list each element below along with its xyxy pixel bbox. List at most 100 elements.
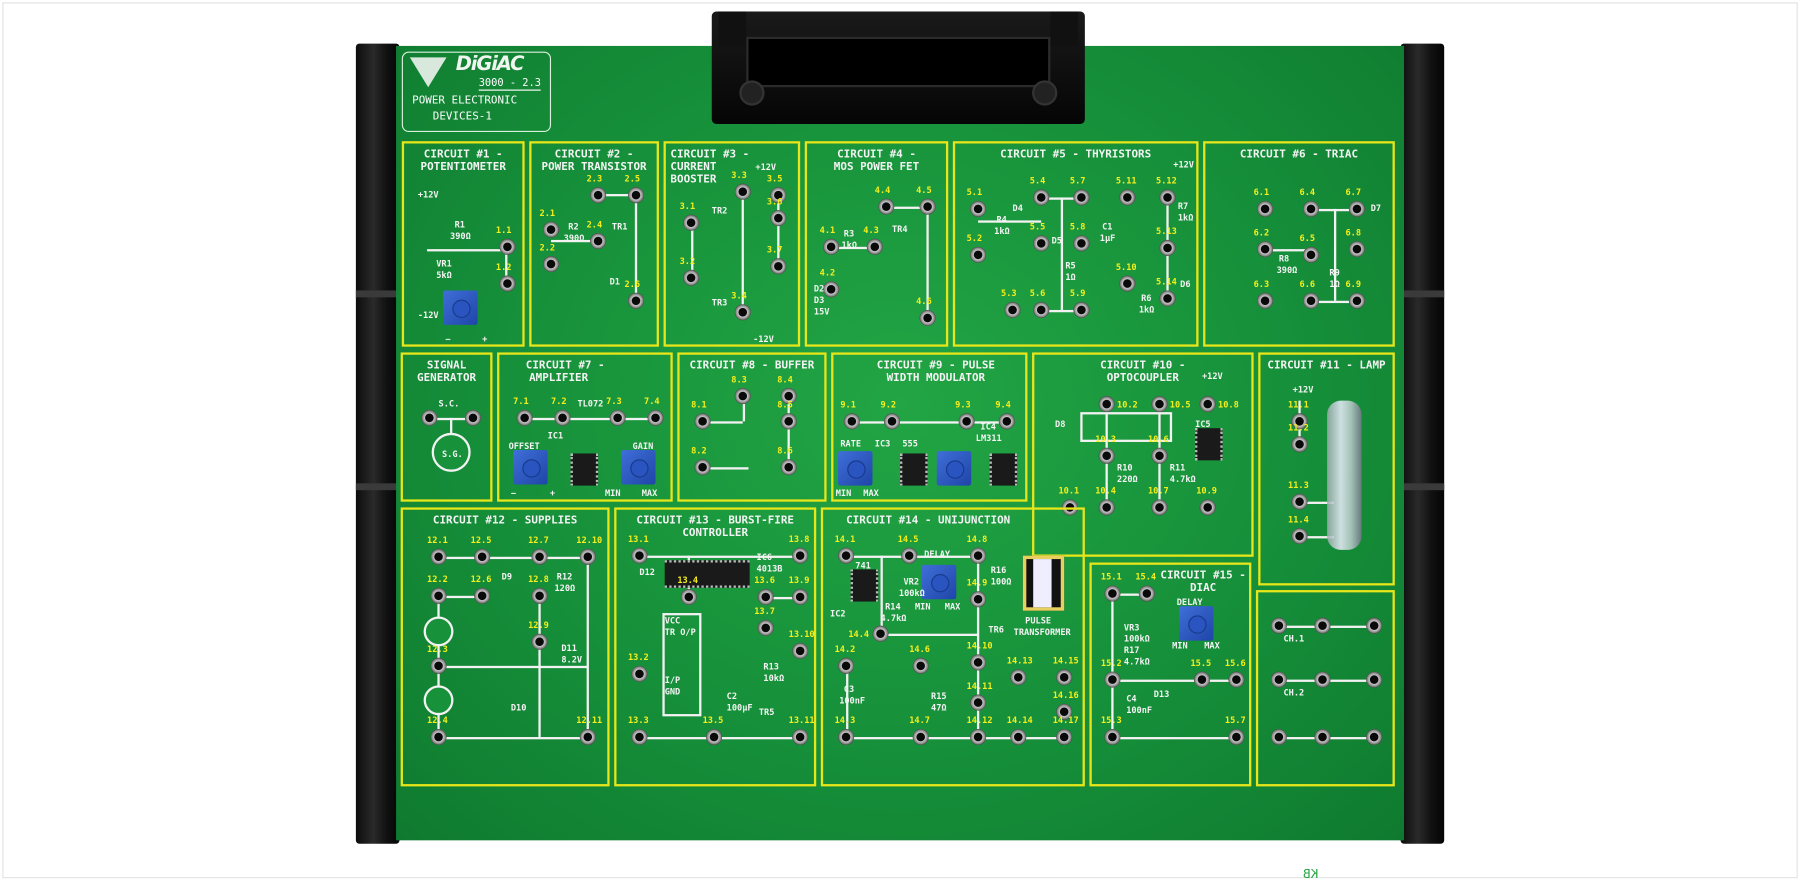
socket-14.2[interactable] — [838, 657, 855, 674]
trimmer-potentiometer[interactable] — [936, 451, 972, 486]
socket-7.1[interactable] — [516, 409, 533, 426]
socket-14.10[interactable] — [970, 654, 987, 671]
socket-13.8[interactable] — [792, 547, 809, 564]
socket-12.1[interactable] — [430, 548, 447, 565]
socket-13.2[interactable] — [631, 665, 648, 682]
socket-14.4[interactable] — [872, 625, 889, 642]
socket-9.4[interactable] — [998, 413, 1015, 430]
socket-14.3[interactable] — [838, 728, 855, 746]
socket-14.7[interactable] — [912, 728, 929, 746]
socket-13.10[interactable] — [792, 642, 809, 659]
socket-6.6[interactable] — [1302, 292, 1320, 309]
socket-8.4[interactable] — [780, 388, 797, 405]
socket-14.1[interactable] — [838, 547, 855, 564]
socket-3.7[interactable] — [770, 258, 787, 275]
socket-ch-6[interactable] — [1270, 728, 1287, 746]
socket-10.2[interactable] — [1098, 396, 1115, 413]
socket-10.3[interactable] — [1098, 447, 1115, 464]
socket-6.4[interactable] — [1302, 200, 1320, 217]
socket-6.7[interactable] — [1348, 200, 1365, 217]
socket-10.9[interactable] — [1199, 499, 1216, 516]
socket-5.10[interactable] — [1119, 275, 1136, 292]
socket-6.9[interactable] — [1348, 292, 1365, 309]
socket-11.1[interactable] — [1291, 413, 1308, 430]
socket-7.4[interactable] — [647, 409, 664, 426]
socket-9.1[interactable] — [843, 413, 860, 430]
socket-3.3[interactable] — [734, 183, 751, 200]
socket-8.1[interactable] — [694, 413, 711, 430]
socket-2.2[interactable] — [543, 256, 560, 273]
socket-13.3[interactable] — [631, 728, 648, 746]
socket-4.1[interactable] — [823, 238, 840, 255]
socket-5.7[interactable] — [1073, 189, 1090, 206]
socket-14.11[interactable] — [970, 694, 987, 711]
socket-4.6[interactable] — [919, 309, 936, 327]
socket-ch-2[interactable] — [1366, 617, 1383, 634]
socket-14.5[interactable] — [901, 547, 918, 564]
socket-4.4[interactable] — [878, 198, 895, 215]
socket-14.17[interactable] — [1056, 728, 1073, 746]
socket-15.6[interactable] — [1228, 671, 1245, 688]
socket-ch-4[interactable] — [1314, 671, 1331, 688]
socket-sg-1[interactable] — [464, 409, 482, 426]
socket-7.3[interactable] — [609, 409, 626, 426]
trimmer-potentiometer[interactable] — [1178, 606, 1214, 641]
socket-ch-7[interactable] — [1314, 728, 1331, 746]
socket-14.6[interactable] — [912, 657, 929, 674]
socket-5.2[interactable] — [970, 246, 987, 263]
trimmer-potentiometer[interactable] — [513, 450, 548, 485]
socket-12.5[interactable] — [474, 548, 491, 565]
socket-2.6[interactable] — [627, 292, 645, 309]
socket-ch-1[interactable] — [1314, 617, 1331, 634]
socket-13.4[interactable] — [680, 588, 697, 605]
socket-sg-0[interactable] — [421, 409, 438, 426]
socket-5.4[interactable] — [1033, 189, 1050, 206]
socket-10.7[interactable] — [1151, 499, 1168, 516]
socket-15.4[interactable] — [1138, 585, 1155, 602]
socket-2.5[interactable] — [627, 187, 645, 204]
socket-5.3[interactable] — [1004, 301, 1021, 318]
socket-6.2[interactable] — [1257, 241, 1274, 258]
socket-6.5[interactable] — [1302, 246, 1320, 263]
socket-13.9[interactable] — [792, 588, 809, 605]
socket-10.5[interactable] — [1151, 396, 1168, 413]
socket-8.3[interactable] — [734, 388, 751, 405]
socket-15.7[interactable] — [1228, 728, 1245, 746]
trimmer-potentiometer[interactable] — [443, 290, 478, 325]
trimmer-potentiometer[interactable] — [921, 564, 957, 600]
socket-1.2[interactable] — [499, 275, 516, 292]
socket-9.2[interactable] — [883, 413, 901, 430]
socket-14.13[interactable] — [1010, 669, 1027, 686]
socket-13.6[interactable] — [757, 588, 774, 605]
socket-12.6[interactable] — [474, 587, 491, 604]
socket-6.8[interactable] — [1348, 241, 1365, 258]
socket-9.3[interactable] — [958, 413, 975, 430]
socket-12.4[interactable] — [430, 728, 447, 746]
socket-13.11[interactable] — [792, 728, 809, 746]
socket-2.1[interactable] — [543, 221, 560, 238]
socket-5.11[interactable] — [1119, 189, 1136, 206]
socket-10.4[interactable] — [1098, 499, 1115, 516]
trimmer-potentiometer[interactable] — [838, 451, 873, 486]
socket-14.12[interactable] — [970, 728, 987, 746]
socket-8.2[interactable] — [694, 459, 711, 476]
socket-5.6[interactable] — [1033, 301, 1050, 318]
socket-14.14[interactable] — [1010, 728, 1027, 746]
socket-15.3[interactable] — [1104, 728, 1121, 746]
socket-5.1[interactable] — [970, 200, 987, 217]
socket-11.3[interactable] — [1291, 493, 1308, 510]
socket-14.8[interactable] — [970, 547, 987, 564]
socket-13.1[interactable] — [631, 547, 648, 564]
socket-11.4[interactable] — [1291, 528, 1308, 545]
socket-ch-0[interactable] — [1270, 617, 1287, 634]
socket-12.11[interactable] — [579, 728, 596, 746]
socket-12.7[interactable] — [531, 548, 548, 565]
socket-2.3[interactable] — [590, 187, 607, 204]
socket-5.13[interactable] — [1159, 239, 1176, 257]
socket-ch-3[interactable] — [1270, 671, 1287, 688]
socket-3.5[interactable] — [770, 187, 787, 204]
socket-ch-5[interactable] — [1366, 671, 1383, 688]
socket-10.8[interactable] — [1199, 396, 1216, 413]
socket-6.3[interactable] — [1257, 292, 1274, 309]
socket-12.8[interactable] — [531, 587, 548, 604]
